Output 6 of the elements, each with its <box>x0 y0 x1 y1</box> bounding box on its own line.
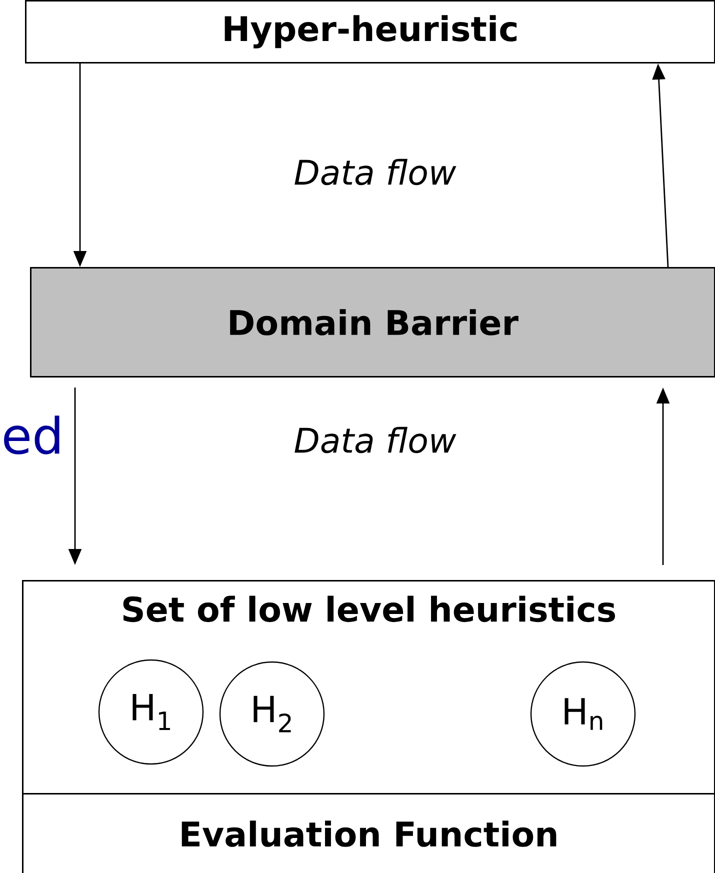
flow-label: Data flow <box>294 426 456 454</box>
process-box: Domain Barrier <box>30 267 715 378</box>
flow-label: Data flow <box>294 158 456 186</box>
process-box: Evaluation Function <box>22 793 715 873</box>
process-box: Hyper-heuristic <box>25 0 715 64</box>
cut-text: ed <box>4 416 60 454</box>
